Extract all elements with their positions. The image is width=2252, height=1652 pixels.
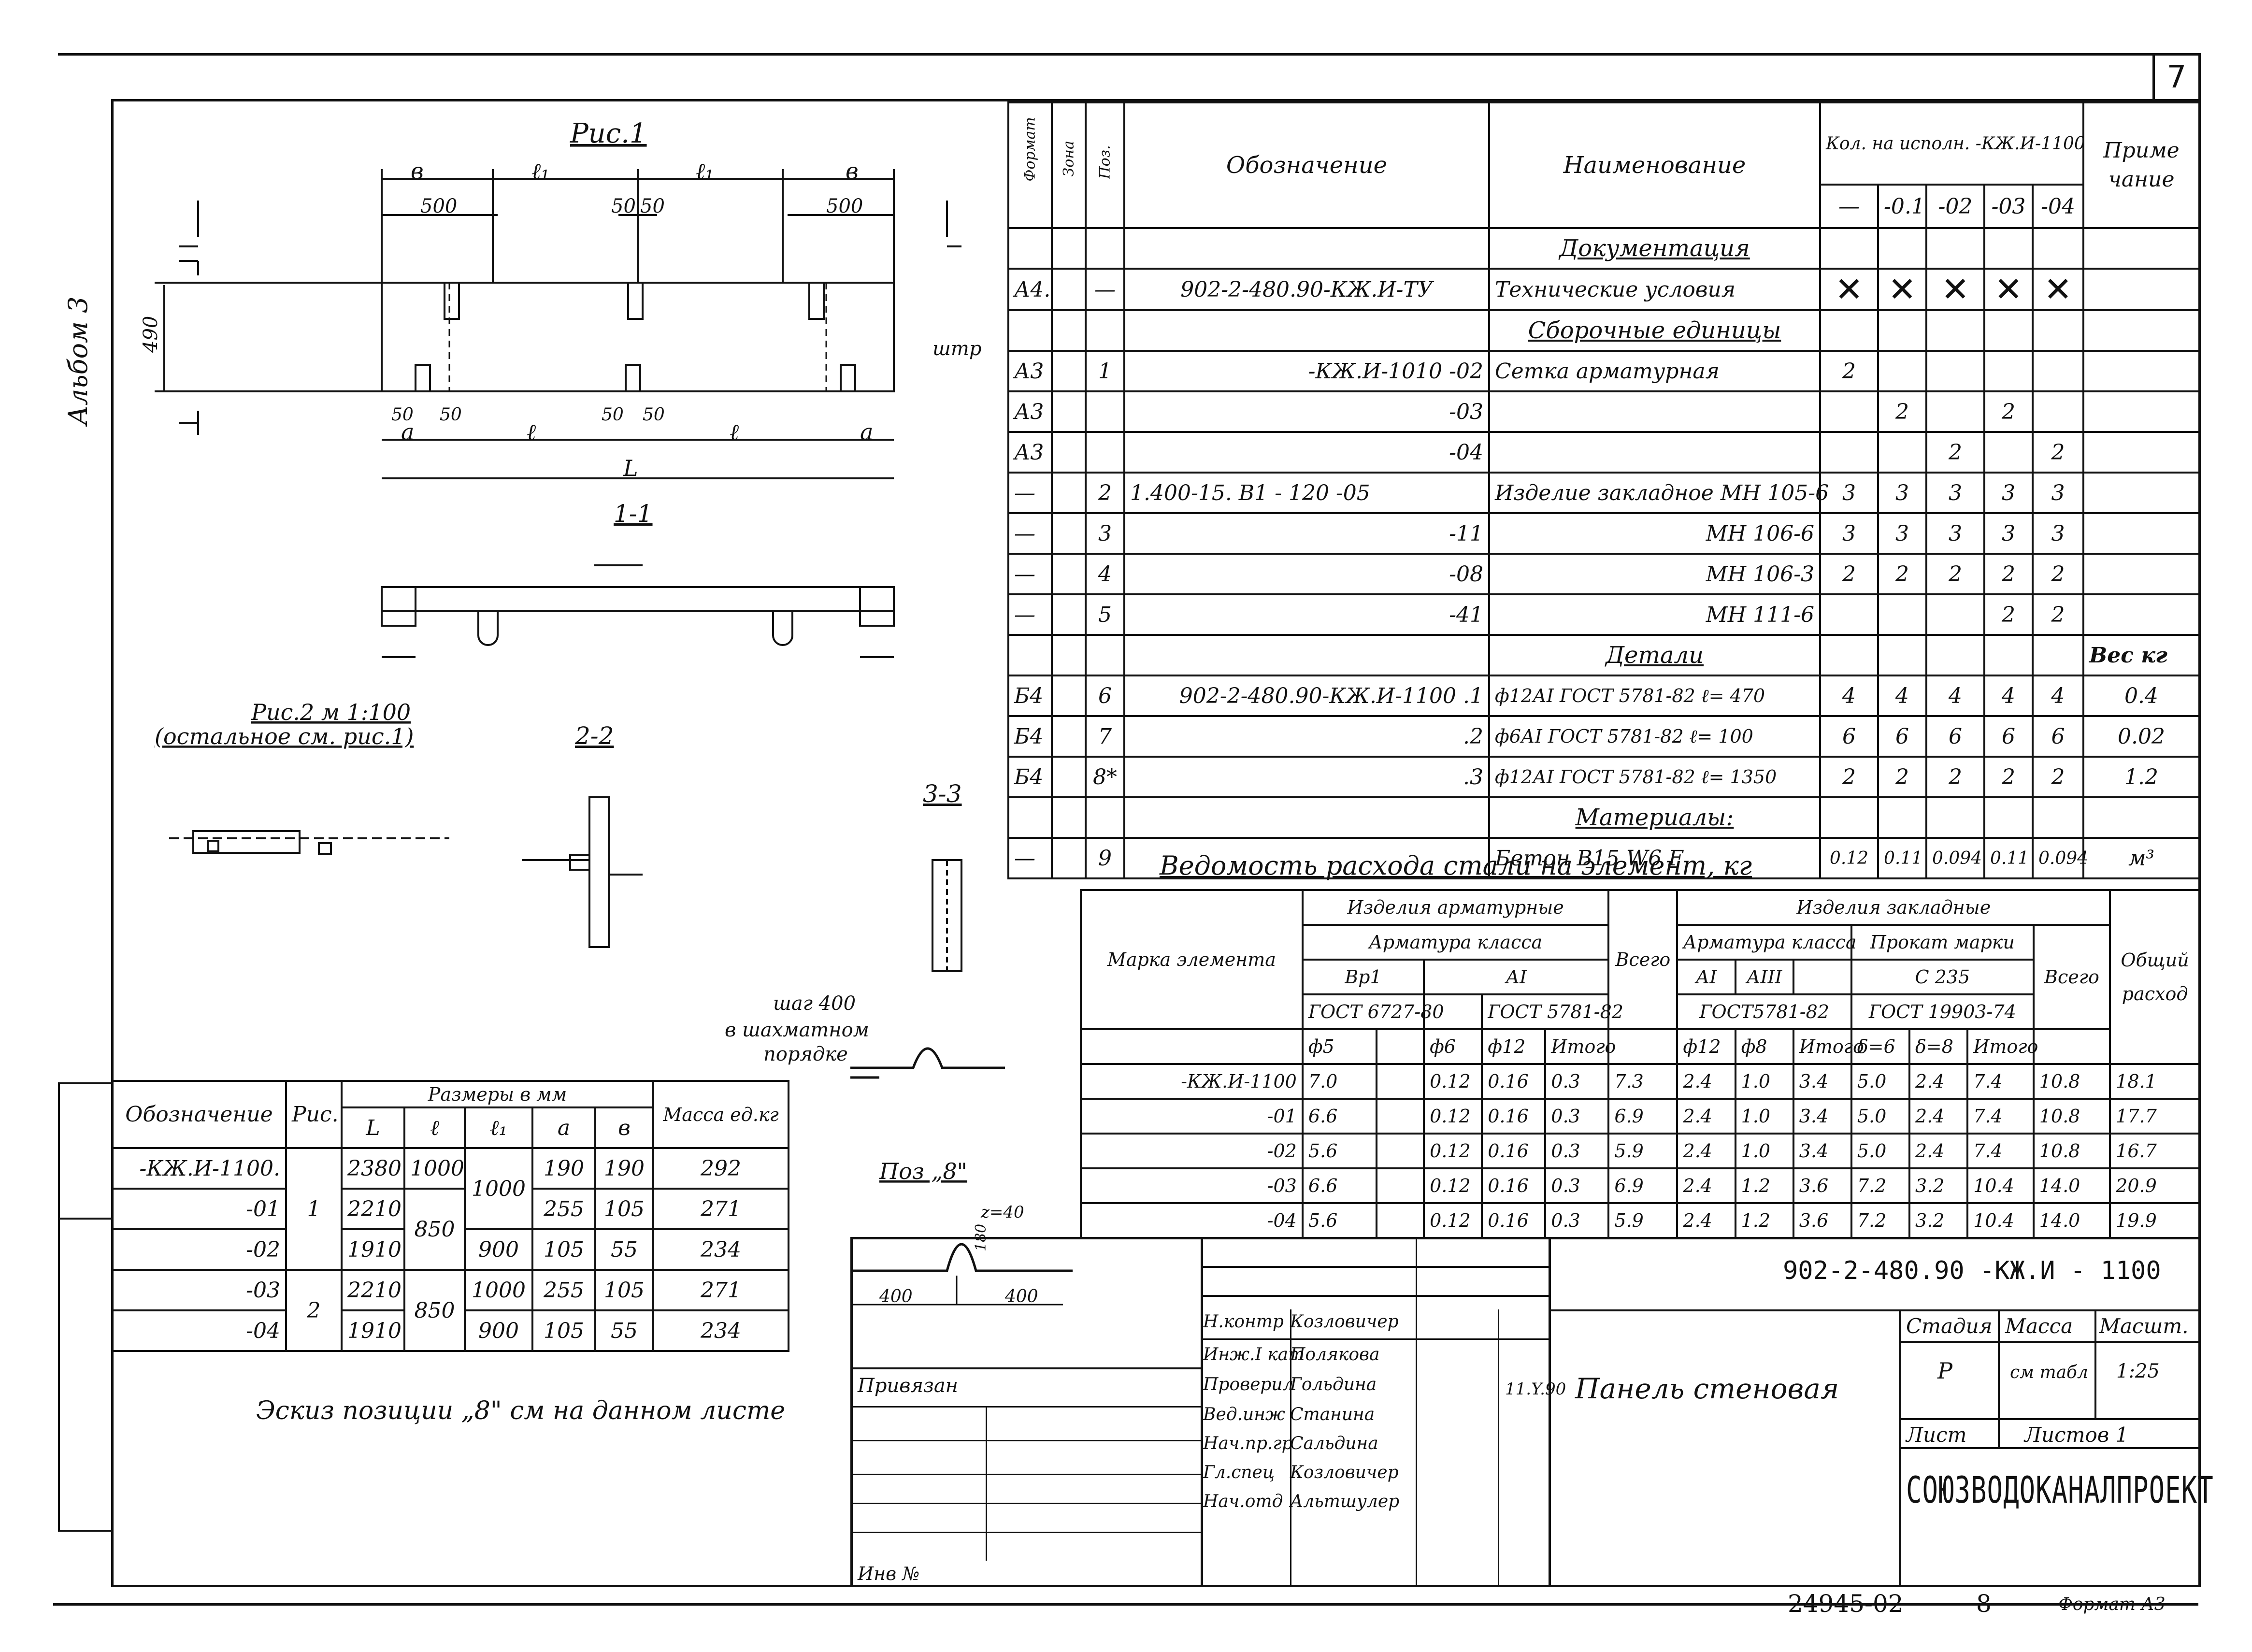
sheet-number: 7	[2152, 53, 2201, 101]
svg-text:ℓ₁: ℓ₁	[531, 158, 550, 184]
svg-text:50: 50	[611, 195, 636, 217]
pos8-label: Поз „8"	[879, 1158, 967, 1184]
drawing-area: Рис.1 в ℓ₁ ℓ₁ в 500 50 50 500 490 штр 50…	[140, 118, 1005, 1079]
section-assembly: Сборочные единицы	[1488, 309, 1821, 352]
svg-text:шаг 400: шаг 400	[773, 992, 856, 1015]
inv-label: Инв №	[858, 1563, 920, 1584]
svg-text:180: 180	[973, 1224, 990, 1251]
size-table: Обозначение Рис. Размеры в мм Масса ед.к…	[111, 1080, 790, 1352]
section-1-1	[381, 586, 895, 612]
fig2-note: (остальное см. рис.1)	[155, 723, 414, 749]
svg-text:50: 50	[643, 405, 665, 425]
privyazan-label: Привязан	[858, 1375, 959, 1397]
section-docs: Документация	[1488, 227, 1821, 270]
svg-text:в: в	[411, 158, 424, 184]
format-label: Формат А3	[2058, 1595, 2166, 1614]
svg-text:400: 400	[1004, 1287, 1038, 1307]
section-materials: Материалы:	[1488, 796, 1821, 839]
svg-text:а: а	[860, 419, 873, 445]
col-name: Наименование	[1488, 101, 1821, 229]
bottom-border	[53, 1603, 2198, 1606]
svg-text:ℓ: ℓ	[730, 419, 739, 445]
svg-text:а: а	[401, 419, 414, 445]
svg-text:штр: штр	[932, 338, 981, 360]
svg-text:50: 50	[640, 195, 665, 217]
svg-text:400: 400	[879, 1287, 913, 1307]
section-parts: Детали	[1488, 634, 1821, 676]
svg-text:в шахматном: в шахматном	[725, 1019, 869, 1041]
fig2-label: Рис.2 м 1:100	[251, 699, 411, 725]
top-border	[58, 53, 2194, 56]
section-2-2-label: 2-2	[574, 722, 614, 750]
col-note: Приме чание	[2082, 101, 2201, 229]
svg-text:50: 50	[440, 405, 462, 425]
col-qty: Кол. на исполн. -КЖ.И-1100	[1819, 101, 2085, 186]
section-1-1-label: 1-1	[614, 500, 653, 528]
pos8-area: Поз „8" 400 400 z=40 180	[850, 1158, 1073, 1307]
svg-text:в: в	[846, 158, 859, 184]
inventory-number: 24945-02	[1788, 1590, 1904, 1618]
title-block	[850, 1237, 2201, 1587]
svg-text:490: 490	[140, 316, 162, 353]
section-3-3-label: 3-3	[923, 780, 962, 808]
svg-text:z=40: z=40	[980, 1203, 1024, 1222]
album-label: Альбом 3	[63, 296, 93, 425]
fig1-label: Рис.1	[570, 118, 647, 149]
svg-text:ℓ: ℓ	[527, 419, 536, 445]
col-designation: Обозначение	[1123, 101, 1490, 229]
spec-table: Формат Зона Поз. Обозначение Наименовани…	[1007, 101, 2201, 879]
pos-8-sketch	[850, 1047, 1005, 1079]
svg-text:500: 500	[826, 195, 863, 217]
drawing-title: Панель стеновая	[1575, 1372, 1839, 1405]
svg-text:порядке: порядке	[763, 1043, 848, 1065]
svg-text:L: L	[623, 455, 638, 481]
note-text: Эскиз позиции „8" см на данном листе	[256, 1396, 786, 1425]
section-3-3	[932, 859, 962, 972]
section-2-2	[588, 796, 610, 948]
margin-stamp	[58, 1082, 111, 1532]
drawing-code: 902-2-480.90 -КЖ.И - 1100	[1783, 1256, 2161, 1285]
steel-table-title: Ведомость расхода стали на элемент, кг	[1160, 850, 1752, 881]
svg-text:50: 50	[391, 405, 414, 425]
fig2-plan	[192, 830, 301, 854]
svg-text:500: 500	[420, 195, 457, 217]
page-number: 8	[1976, 1590, 1992, 1618]
steel-table: Марка элемента Изделия арматурные Всего …	[1080, 889, 2201, 1239]
svg-text:50: 50	[602, 405, 624, 425]
organization-name: СОЮЗВОДОКАНАЛПРОЕКТ	[1906, 1469, 2214, 1512]
svg-text:ℓ₁: ℓ₁	[696, 158, 714, 184]
